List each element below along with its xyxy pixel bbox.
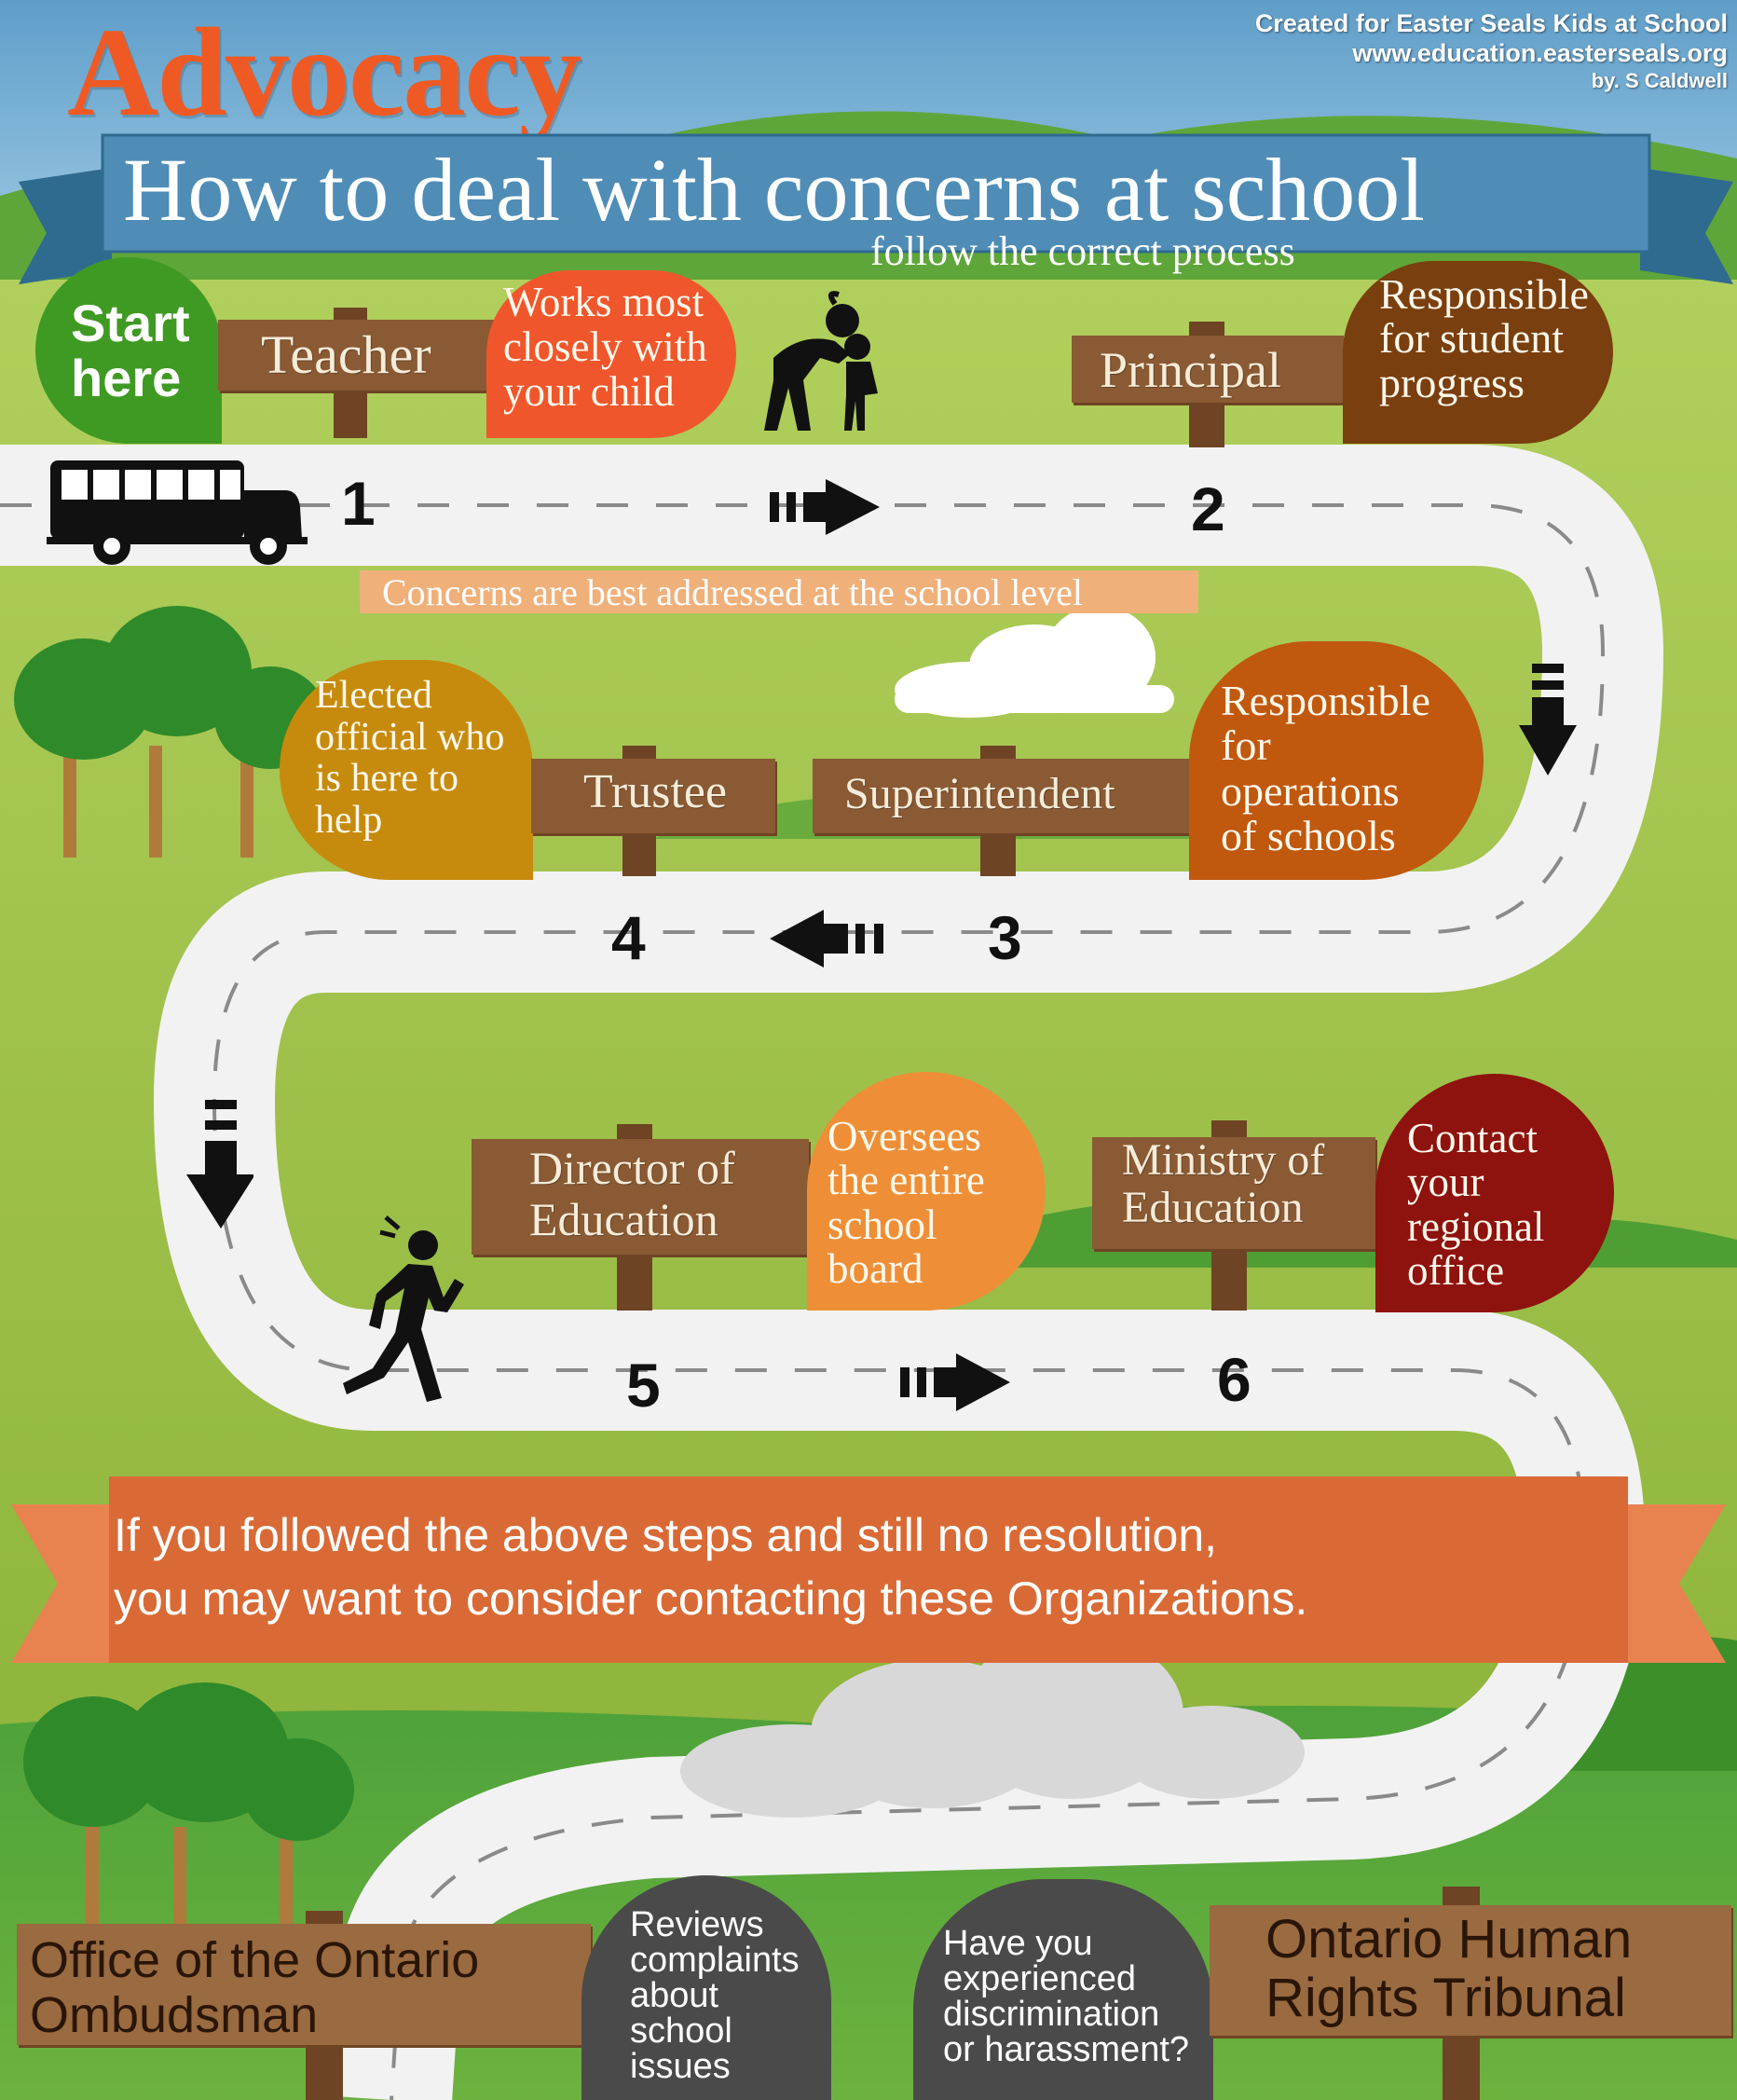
sign-label: Teacher <box>261 324 431 385</box>
sign-label: Office of the Ontario Ombudsman <box>30 1932 480 2044</box>
resolution-banner <box>11 1476 1726 1663</box>
sign-teacher: Teacher <box>218 320 494 391</box>
sign-label: Principal <box>1100 342 1281 398</box>
bubble-teacher <box>486 270 736 438</box>
bubble-ministry-text: Contact your regional office <box>1407 1115 1545 1294</box>
sign-trustee: Trustee <box>531 759 775 833</box>
sign-human-rights: Ontario Human Rights Tribunal <box>1210 1905 1731 2036</box>
credit-author: by. S Caldwell <box>1591 68 1728 92</box>
bubble-teacher-text: Works most closely with your child <box>503 279 707 416</box>
bubble-superintendent <box>1189 641 1484 880</box>
bubble-ombudsman <box>581 1875 831 2100</box>
arrow-down-icon <box>186 1100 253 1228</box>
sign-label: Ministry of Education <box>1122 1135 1325 1232</box>
bubble-human-rights <box>913 1879 1213 2100</box>
banner-text: If you followed the above steps and stil… <box>114 1509 1308 1625</box>
start-bubble <box>35 257 222 444</box>
tagline: follow the correct process <box>870 228 1295 274</box>
bubble-superintendent-text: Responsible for operations of schools <box>1221 677 1430 859</box>
step-number-2: 2 <box>1191 474 1225 543</box>
sign-ombudsman: Office of the Ontario Ombudsman <box>17 1924 591 2045</box>
step-number-3: 3 <box>988 903 1022 972</box>
bus-icon <box>47 460 308 565</box>
sign-label: Trustee <box>583 765 728 818</box>
bubble-human-rights-text: Have you experienced discrimination or h… <box>943 1924 1190 2069</box>
arrow-right-icon <box>900 1353 1010 1411</box>
step-number-4: 4 <box>611 903 646 972</box>
page-subtitle: How to deal with concerns at school <box>123 140 1425 240</box>
sign-label: Superintendent <box>844 769 1115 818</box>
sign-ministry: Ministry of Education <box>1092 1135 1375 1249</box>
cloud-gray <box>680 1631 1305 1818</box>
arrow-right-icon <box>770 479 880 535</box>
walking-person-icon <box>343 1215 464 1402</box>
sign-director: Director of Education <box>472 1139 809 1255</box>
sign-superintendent: Superintendent <box>813 759 1189 833</box>
bubble-ombudsman-text: Reviews complaints about school issues <box>630 1905 800 2086</box>
road-center-line <box>0 503 1606 2100</box>
title-ribbon <box>19 133 1733 284</box>
arrow-down-icon <box>1519 664 1577 775</box>
tree-icon <box>14 606 326 858</box>
school-level-note: Concerns are best addressed at the schoo… <box>360 570 1198 613</box>
bubble-director <box>807 1072 1046 1311</box>
sign-label: Ontario Human Rights Tribunal <box>1265 1909 1633 2028</box>
sign-principal: Principal <box>1072 336 1344 403</box>
bubble-trustee <box>280 660 533 880</box>
start-label: Start here <box>71 294 190 407</box>
bubble-trustee-text: Elected official who is here to help <box>315 674 505 842</box>
adult-child-icon <box>764 291 878 431</box>
credit-url: www.education.easterseals.org <box>1352 38 1728 67</box>
tree-icon-2 <box>23 1682 354 1929</box>
step-number-6: 6 <box>1217 1345 1251 1414</box>
sign-label: Director of Education <box>529 1142 735 1245</box>
bubble-director-text: Oversees the entire school board <box>827 1113 985 1292</box>
page-title: Advocacy <box>67 3 582 143</box>
arrow-left-icon <box>770 910 883 968</box>
bubble-ministry <box>1375 1074 1614 1312</box>
step-number-1: 1 <box>341 469 376 538</box>
credits: Created for Easter Seals Kids at School … <box>1255 9 1728 93</box>
step-number-5: 5 <box>626 1351 661 1420</box>
bubble-principal <box>1343 261 1613 444</box>
bubble-principal-text: Responsible for student progress <box>1379 270 1589 406</box>
credit-line-1: Created for Easter Seals Kids at School <box>1254 9 1728 37</box>
cloud-icon <box>895 606 1174 718</box>
